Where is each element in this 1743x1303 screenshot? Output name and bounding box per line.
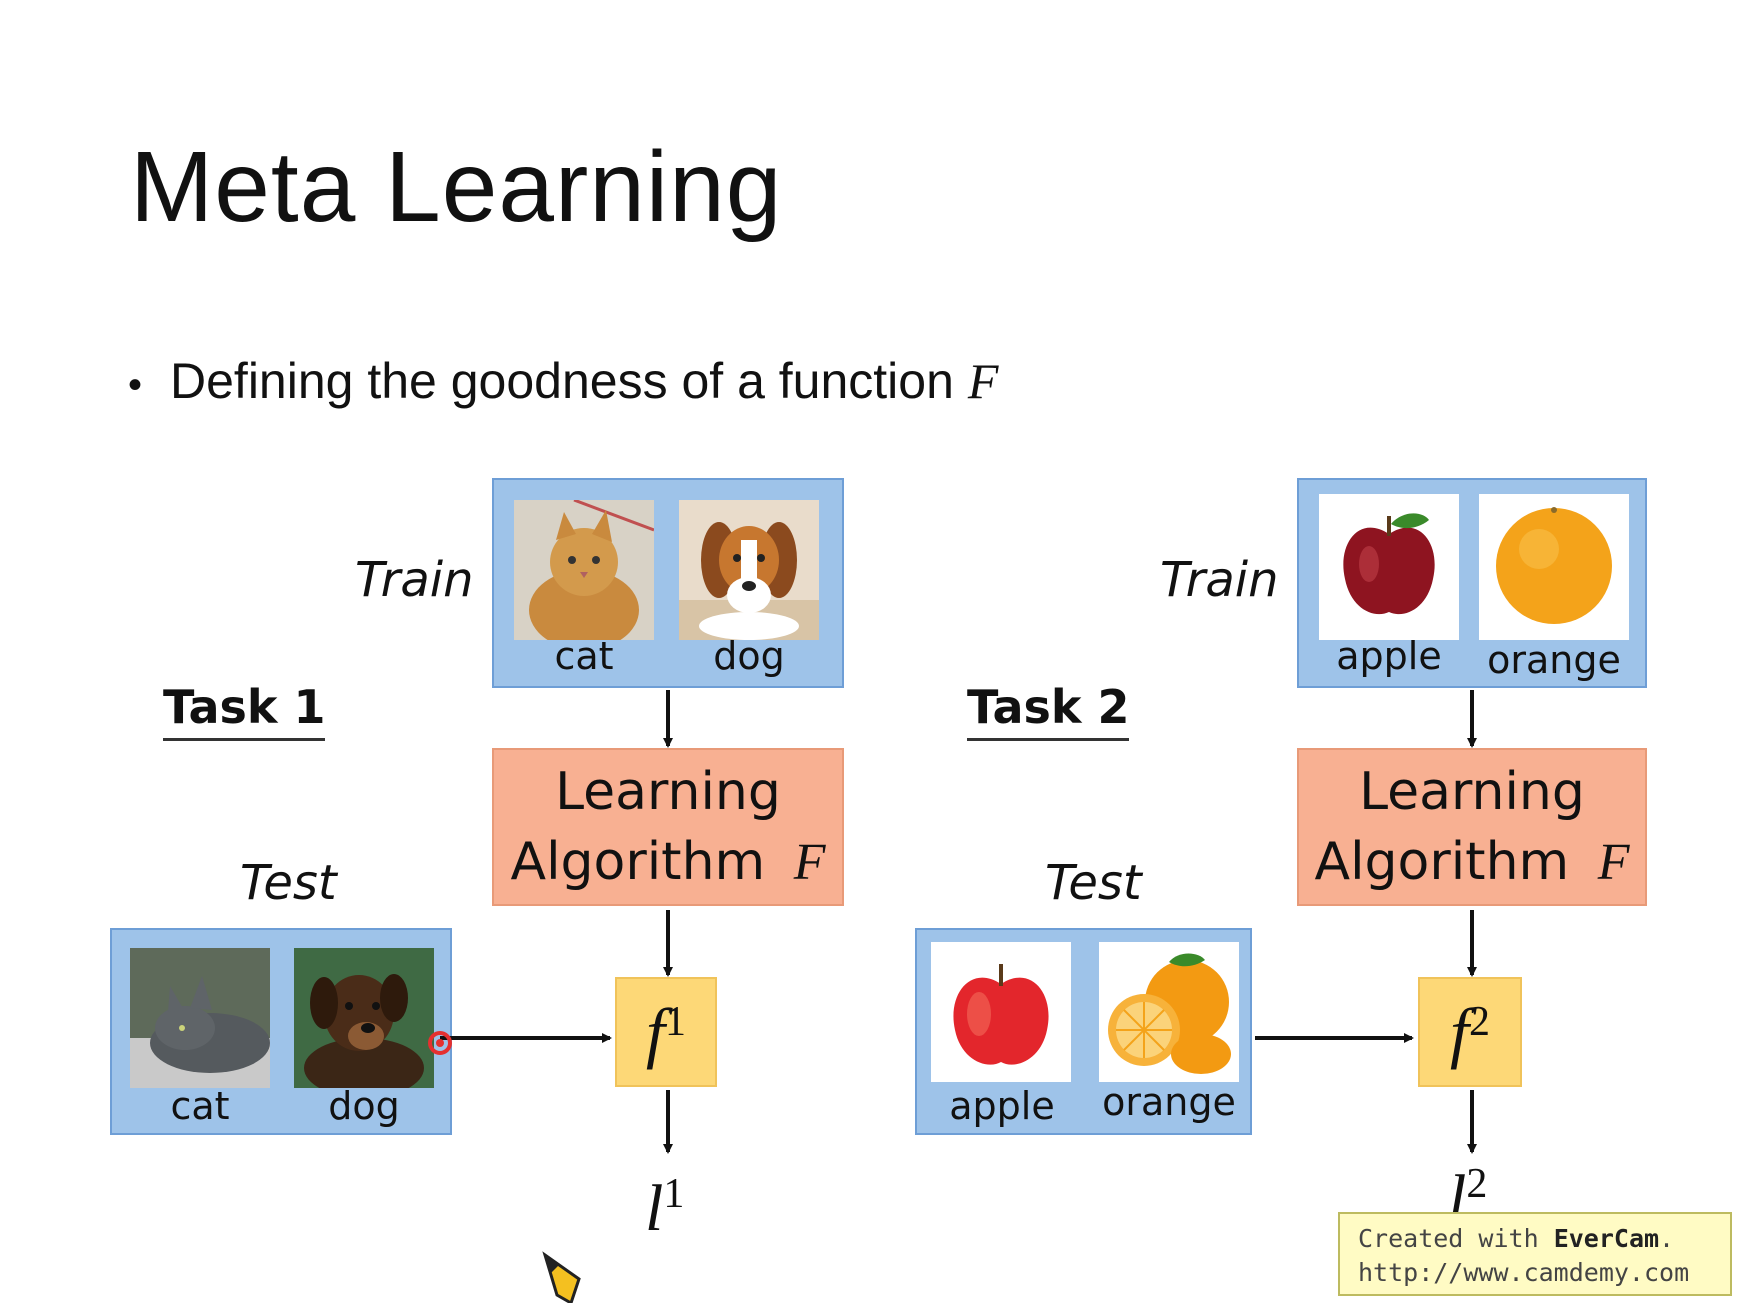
task2-train-caption-apple: apple: [1336, 634, 1442, 678]
task2-train-box: apple orange: [1297, 478, 1647, 688]
task2-label: Task 2: [967, 680, 1130, 741]
pointer-dot-icon: [428, 1031, 452, 1055]
task1-train-caption-cat: cat: [554, 634, 614, 678]
task1-learning-algorithm-box: Learning Algorithm F: [492, 748, 844, 906]
pen-cursor-icon: [542, 1251, 581, 1303]
watermark-url: http://www.camdemy.com: [1358, 1258, 1690, 1287]
task2-test-caption-apple: apple: [949, 1084, 1055, 1128]
task1-loss-sup: 1: [663, 1171, 685, 1217]
evercam-watermark: Created with EverCam. http://www.camdemy…: [1338, 1212, 1732, 1296]
test-cat-image: [130, 948, 270, 1088]
task2-algorithm-math: F: [1597, 833, 1630, 891]
cat-image: [514, 500, 654, 640]
task1-loss-base: l: [645, 1172, 664, 1245]
bullet-dot-icon: •: [128, 363, 143, 407]
task2-train-label: Train: [1160, 552, 1279, 608]
orange-image: [1479, 494, 1629, 640]
task1-train-label: Train: [355, 552, 474, 608]
task1-algorithm-word: Algorithm: [510, 831, 766, 892]
bullet-math: F: [967, 353, 999, 409]
task2-loss-sup: 2: [1466, 1161, 1488, 1207]
task1-function-base: f: [646, 993, 665, 1070]
watermark-brand: EverCam: [1553, 1224, 1660, 1253]
bullet-text: Defining the goodness of a function: [170, 353, 954, 409]
task2-learning-algorithm-box: Learning Algorithm F: [1297, 748, 1647, 906]
task1-algorithm-line1: Learning: [555, 761, 781, 822]
dog-image: [679, 500, 819, 640]
bullet-point: • Defining the goodness of a function F: [128, 352, 998, 410]
task1-test-label: Test: [240, 855, 337, 911]
watermark-prefix: Created with: [1358, 1224, 1539, 1253]
task2-train-caption-orange: orange: [1487, 638, 1621, 682]
task2-algorithm-word: Algorithm: [1314, 831, 1570, 892]
task2-algorithm-line2: Algorithm F: [1315, 827, 1630, 898]
task2-function-sup: 2: [1468, 999, 1490, 1045]
task1-label: Task 1: [163, 680, 326, 741]
task1-algorithm-line2: Algorithm F: [511, 827, 826, 898]
task2-test-box: apple orange: [915, 928, 1252, 1135]
task1-test-caption-cat: cat: [170, 1084, 230, 1128]
task2-test-label: Test: [1045, 855, 1142, 911]
task2-function-base: f: [1450, 993, 1469, 1070]
test-orange-image: [1099, 942, 1239, 1082]
task1-algorithm-math: F: [793, 833, 826, 891]
test-apple-image: [931, 942, 1071, 1082]
slide-title: Meta Learning: [130, 131, 783, 243]
task1-train-caption-dog: dog: [713, 634, 785, 678]
task2-test-caption-orange: orange: [1102, 1080, 1236, 1124]
task1-test-box: cat dog: [110, 928, 452, 1135]
task1-train-box: cat dog: [492, 478, 844, 688]
task2-algorithm-line1: Learning: [1359, 761, 1585, 822]
apple-image: [1319, 494, 1459, 640]
test-dog-image: [294, 948, 434, 1088]
task1-loss: l1: [645, 1170, 684, 1247]
task1-test-caption-dog: dog: [328, 1084, 400, 1128]
task1-function-sup: 1: [664, 999, 686, 1045]
